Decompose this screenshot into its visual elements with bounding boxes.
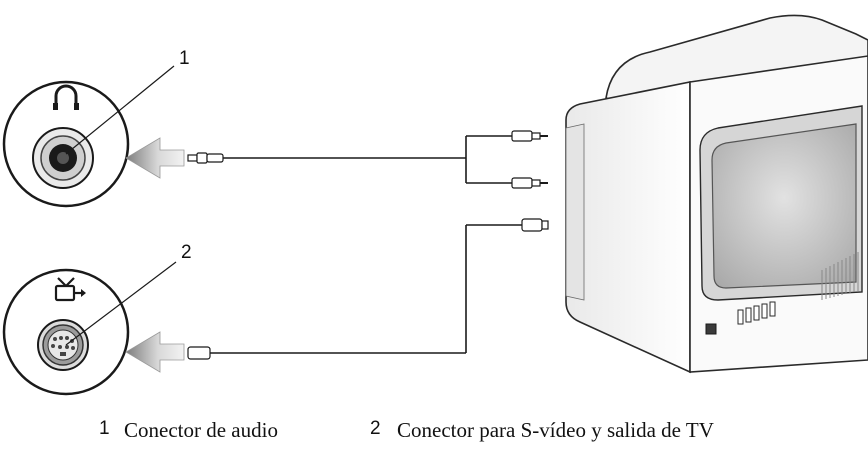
callout-1: 1 [65, 48, 190, 155]
callout-2: 2 [65, 242, 192, 346]
legend-number-2: 2 [370, 418, 381, 439]
legend-label-1: Conector de audio [124, 418, 278, 442]
callout-1-number: 1 [179, 48, 190, 69]
audio-cable [187, 130, 548, 189]
crt-television [565, 14, 868, 374]
callout-2-number: 2 [181, 242, 192, 263]
connection-diagram: 1 2 [2, 14, 868, 396]
s-video-cable [187, 218, 549, 360]
audio-port-circle [2, 80, 130, 208]
legend-number-1: 1 [99, 418, 110, 439]
video-arrow [125, 331, 185, 373]
video-port-circle [2, 268, 130, 396]
tv-out-icon [54, 277, 86, 302]
legend-label-2: Conector para S-vídeo y salida de TV [397, 418, 714, 442]
s-video-jack [37, 319, 89, 371]
audio-arrow [125, 137, 185, 179]
legend: 1 Conector de audio 2 Conector para S-ví… [0, 418, 868, 448]
audio-jack [32, 127, 94, 189]
tv-screen [711, 123, 857, 289]
headphones-icon [53, 84, 79, 110]
